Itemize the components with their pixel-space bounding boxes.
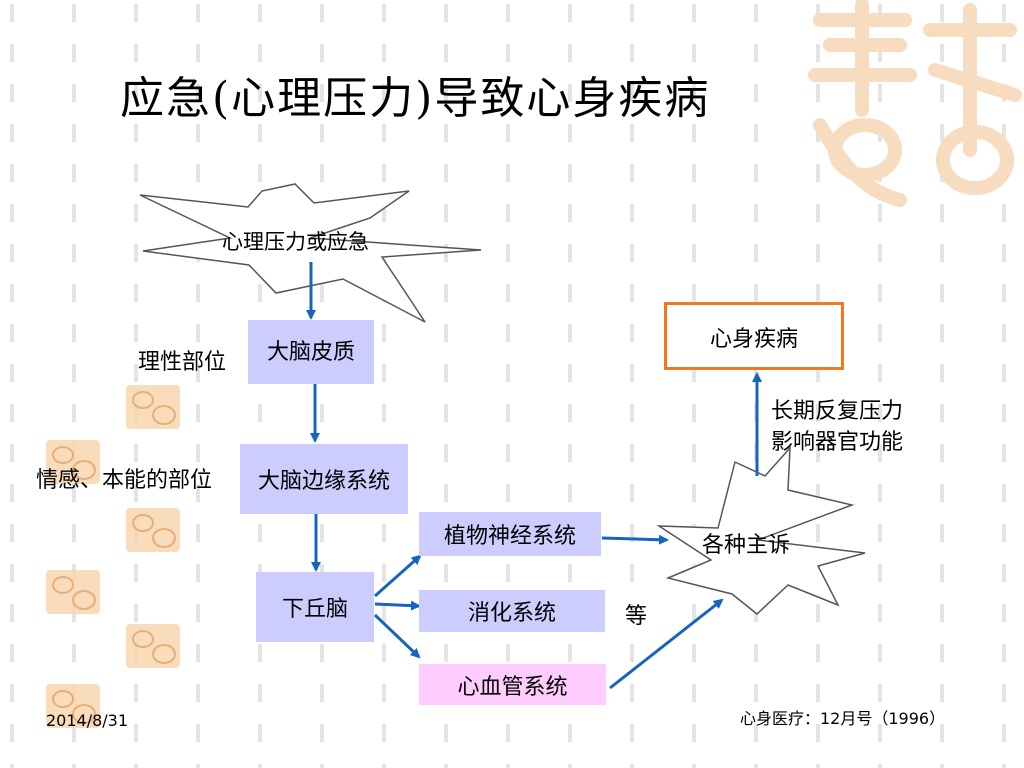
rational-label: 理性部位 bbox=[138, 350, 227, 375]
complaints-starburst bbox=[656, 445, 866, 615]
autonomic-box: 植物神经系统 bbox=[419, 512, 601, 556]
seal-stamp-5 bbox=[126, 624, 180, 668]
long-term-label-line2: 影响器官功能 bbox=[771, 430, 904, 455]
seal-stamp-4 bbox=[46, 570, 100, 614]
arrow-cardio-to-complaints bbox=[609, 598, 724, 690]
slide-title: 应急(心理压力)导致心身疾病 bbox=[120, 73, 711, 124]
digestive-box: 消化系统 bbox=[419, 590, 605, 632]
etc-label: 等 bbox=[625, 604, 648, 629]
arrow-hypothalamus-to-autonomic bbox=[374, 554, 422, 598]
calligraphy-watermark bbox=[808, 0, 1022, 207]
stress-starburst bbox=[139, 183, 482, 323]
seal-stamp-2 bbox=[46, 440, 100, 484]
seal-stamp-1 bbox=[126, 385, 180, 429]
cardio-box: 心血管系统 bbox=[419, 664, 606, 705]
footer-date: 2014/8/31 bbox=[46, 711, 129, 730]
long-term-label-line1: 长期反复压力 bbox=[771, 399, 904, 424]
disease-box: 心身疾病 bbox=[664, 302, 844, 370]
complaints-node-label: 各种主诉 bbox=[702, 533, 791, 558]
emotional-label: 情感、本能的部位 bbox=[36, 468, 213, 493]
arrow-hypothalamus-to-digestive bbox=[374, 600, 421, 611]
arrow-hypothalamus-to-cardio bbox=[373, 613, 421, 659]
arrow-autonomic-to-complaints bbox=[601, 534, 669, 545]
cortex-box: 大脑皮质 bbox=[248, 320, 374, 384]
footer-source: 心身医疗：12月号（1996） bbox=[740, 709, 946, 728]
seal-stamp-6 bbox=[46, 684, 100, 728]
seal-stamp-3 bbox=[126, 508, 180, 552]
limbic-box: 大脑边缘系统 bbox=[240, 444, 408, 514]
stress-node-label: 心理压力或应急 bbox=[222, 230, 369, 254]
hypothalamus-box: 下丘脑 bbox=[256, 572, 374, 642]
